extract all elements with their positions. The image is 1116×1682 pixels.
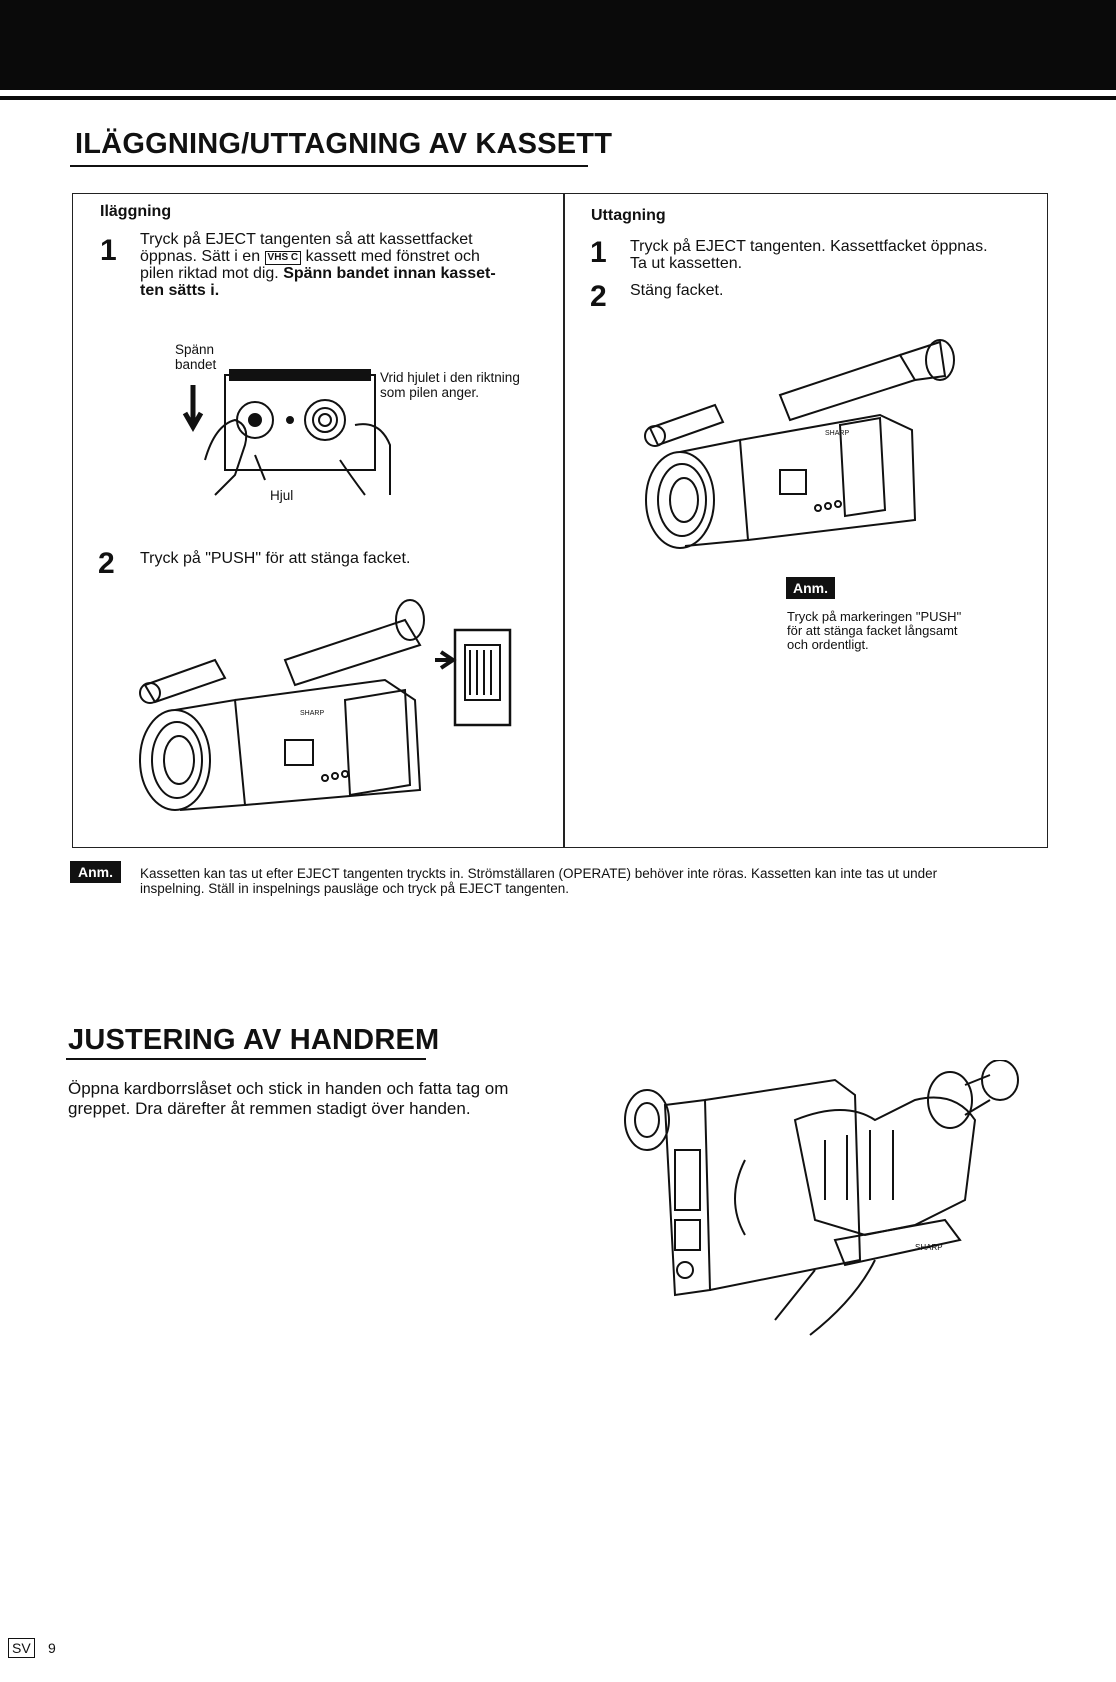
step-number: 1	[100, 234, 117, 267]
step-1-text: Tryck på EJECT tangenten. Kassettfacket …	[630, 238, 1050, 272]
step-2-text: Stäng facket.	[630, 282, 724, 299]
cassette-hands-illustration	[182, 369, 391, 496]
title-underline	[70, 165, 588, 167]
step-2-text: Tryck på "PUSH" för att stänga facket.	[140, 550, 411, 567]
anm-badge: Anm.	[786, 577, 835, 599]
heading-uttagning: Uttagning	[591, 207, 666, 224]
step-1-line: pilen riktad mot dig. Spänn bandet innan…	[140, 265, 496, 282]
anm-badge: Anm.	[70, 861, 121, 883]
step-number: 1	[590, 236, 607, 269]
label-wheel: Vrid hjulet i den riktning som pilen ang…	[380, 370, 520, 400]
section-title-kassett: ILÄGGNING/UTTAGNING AV KASSETT	[75, 128, 613, 160]
heading-ilaggning: Iläggning	[100, 203, 172, 220]
brand-logo: SHARP	[825, 430, 849, 437]
camcorder-insert-illustration: SHARP	[139, 599, 512, 811]
panel-divider	[563, 193, 565, 848]
top-black-band	[0, 0, 1116, 90]
step-1-line: Ta ut kassetten.	[630, 255, 743, 272]
title-underline	[66, 1058, 426, 1060]
right-note-text: Tryck på markeringen "PUSH" för att stän…	[787, 609, 962, 652]
label-spann: Spänn bandet	[175, 342, 217, 372]
top-rule	[0, 96, 1116, 100]
vhs-c-logo: VHS C	[264, 251, 302, 265]
camcorder-eject-illustration: SHARP	[644, 339, 955, 549]
instruction-panel	[72, 193, 1048, 848]
handrem-text: Öppna kardborrslåset och stick in handen…	[68, 1079, 509, 1118]
page-number: 9	[48, 1640, 56, 1656]
step-1-line: Tryck på EJECT tangenten. Kassettfacket …	[630, 238, 988, 255]
section-title-handrem: JUSTERING AV HANDREM	[68, 1024, 440, 1056]
step-1-line: ten sätts i.	[140, 282, 220, 299]
step-1-line: Tryck på EJECT tangenten så att kassettf…	[140, 231, 473, 248]
step-number: 2	[98, 547, 115, 580]
language-tag: SV	[8, 1638, 35, 1658]
label-hjul: Hjul	[270, 488, 294, 503]
bottom-note-text: Kassetten kan tas ut efter EJECT tangent…	[140, 866, 938, 896]
step-1-line: öppnas. Sätt i en VHS C kassett med föns…	[140, 248, 480, 265]
brand-logo: SHARP	[300, 710, 324, 717]
brand-logo: SHARP	[915, 1243, 943, 1252]
handstrap-illustration: SHARP	[624, 1060, 1019, 1336]
step-number: 2	[590, 280, 607, 313]
step-1-text: Tryck på EJECT tangenten så att kassettf…	[140, 231, 545, 299]
